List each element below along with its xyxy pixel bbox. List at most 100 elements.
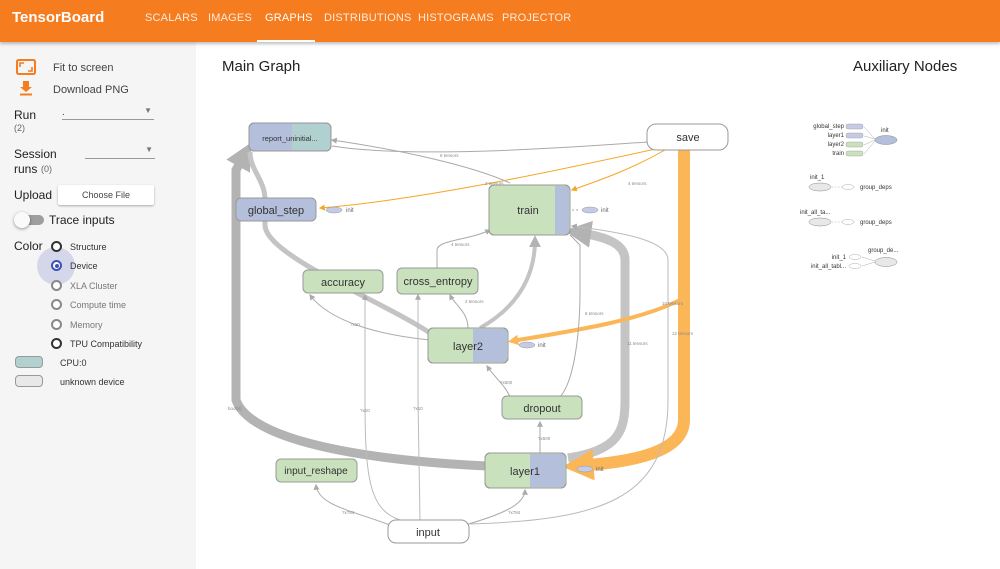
init-label: init: [596, 467, 604, 473]
session-runs-dropdown[interactable]: ▼: [85, 145, 155, 159]
edge-label-input-reshape: ?x784: [342, 510, 355, 515]
init-stub-icon: [581, 206, 599, 214]
aux-input-label: train: [832, 151, 844, 157]
color-label: Color: [14, 239, 43, 253]
aux-input-label: layer1: [828, 133, 845, 139]
session-runs-count: (0): [41, 164, 52, 174]
toggle-knob[interactable]: [14, 212, 30, 228]
node-report-uninitialized[interactable]: report_uninitial...: [248, 122, 332, 152]
node-input-reshape[interactable]: input_reshape: [275, 458, 358, 483]
init-stub-icon: [325, 206, 343, 214]
aux-node-label: init: [881, 128, 889, 134]
radio-label-tpu-compatibility: TPU Compatibility: [70, 339, 143, 349]
edge-layer1-report: [226, 142, 488, 471]
fit-to-screen-icon[interactable]: [16, 59, 36, 75]
edge-label-train-layer1: 11 tensors: [627, 341, 648, 346]
radio-tpu-compatibility[interactable]: [51, 338, 62, 349]
edge-train-layer1: [564, 220, 630, 463]
edge-input-layer1: [464, 488, 528, 526]
aux-input-label: layer2: [828, 142, 845, 148]
chevron-down-icon: ▼: [144, 106, 152, 115]
aux-node-label: init_1: [810, 175, 825, 181]
edge-label-input-ce: ?x10: [413, 406, 423, 411]
edge-label-ce-train: 4 tensors: [451, 242, 470, 247]
radio-memory[interactable]: [51, 319, 62, 330]
radio-xla-cluster[interactable]: [51, 280, 62, 291]
node-cross-entropy[interactable]: cross_entropy: [396, 267, 479, 295]
radio-device[interactable]: [51, 260, 62, 271]
edge-save-train: [570, 149, 666, 192]
node-label: accuracy: [321, 277, 366, 289]
init-stub-icon: [576, 465, 594, 473]
init-label: init: [538, 343, 546, 349]
edge-label-dropout-layer2: ?x500: [500, 380, 513, 385]
graph-canvas[interactable]: 2 tensors 4 tensors 6 tensors 4 tensors …: [196, 42, 1000, 569]
tab-histograms[interactable]: HISTOGRAMS: [418, 12, 494, 24]
tab-projector[interactable]: PROJECTOR: [502, 12, 572, 24]
radio-label-structure: Structure: [70, 242, 107, 252]
edge-label-save-layer1: 12 tensors: [672, 331, 694, 336]
chevron-down-icon: ▼: [145, 145, 153, 154]
sidebar: Fit to screen Download PNG Run (2) . ▼ S…: [0, 42, 196, 569]
radio-label-device: Device: [70, 261, 98, 271]
trace-inputs-toggle[interactable]: [18, 215, 44, 225]
edge-label-layer2-ce: 2 tensors: [465, 299, 484, 304]
download-icon[interactable]: [19, 81, 33, 96]
node-layer2[interactable]: layer2 init: [427, 327, 546, 364]
legend-label-unknown: unknown device: [60, 377, 125, 387]
radio-compute-time[interactable]: [51, 299, 62, 310]
node-global-step[interactable]: global_step init: [235, 197, 354, 222]
edges: [226, 137, 691, 526]
edge-ce-train: [436, 229, 492, 268]
edge-save-layer2: [507, 298, 681, 346]
aux-group-init-all-tables[interactable]: init_all_ta... group_deps: [800, 210, 892, 227]
node-label: input: [416, 527, 440, 539]
edge-input-train: [469, 223, 669, 525]
node-layer1[interactable]: layer1 init: [484, 452, 604, 489]
run-dropdown[interactable]: . ▼: [62, 106, 154, 120]
node-input[interactable]: input: [387, 519, 470, 544]
graph-nodes: report_uninitial... save global_step ini…: [235, 122, 729, 544]
tab-scalars[interactable]: SCALARS: [145, 12, 198, 24]
node-dropout[interactable]: dropout: [501, 395, 583, 420]
edge-label-input-acc: ?x10: [360, 408, 370, 413]
edge-label-train-report: 6 tensors: [440, 153, 459, 158]
aux-group-init-1[interactable]: init_1 group_deps: [808, 175, 892, 192]
aux-input-label: init_1: [832, 255, 847, 261]
edge-train-report: [330, 137, 511, 184]
auxiliary-nodes: global_step layer1 layer2 train init ini…: [800, 123, 899, 270]
radio-structure[interactable]: [51, 241, 62, 252]
tab-images[interactable]: IMAGES: [208, 12, 252, 24]
node-label: layer1: [510, 466, 540, 478]
edge-label-train-layer2: 6 tensors: [585, 311, 604, 316]
node-accuracy[interactable]: accuracy: [302, 269, 384, 294]
legend-label-cpu: CPU:0: [60, 358, 87, 368]
node-label: global_step: [248, 205, 304, 217]
tab-distributions[interactable]: DISTRIBUTIONS: [324, 12, 412, 24]
node-save[interactable]: save: [646, 123, 729, 151]
tab-graphs[interactable]: GRAPHS: [265, 12, 313, 24]
node-label: layer2: [453, 341, 483, 353]
edge-input-reshape: [313, 483, 391, 526]
node-label: input_reshape: [284, 466, 348, 477]
run-label: Run: [14, 108, 37, 122]
active-tab-indicator: [257, 40, 315, 42]
aux-input-label: init_all_tabl...: [811, 264, 846, 270]
init-label: init: [346, 208, 354, 214]
aux-group-init[interactable]: global_step layer1 layer2 train init: [813, 123, 898, 157]
aux-group-group-deps[interactable]: init_1 init_all_tabl... group_de...: [811, 248, 899, 270]
aux-target-label: group_deps: [860, 220, 892, 226]
download-png-button[interactable]: Download PNG: [53, 84, 129, 96]
fit-to-screen-button[interactable]: Fit to screen: [53, 62, 114, 74]
choose-file-button[interactable]: Choose File: [58, 185, 154, 205]
node-label: save: [676, 132, 699, 144]
node-label: report_uninitial...: [262, 134, 317, 143]
main-graph-title: Main Graph: [222, 58, 301, 75]
edge-label-save-layer2: 10 tensors: [662, 301, 684, 306]
session-runs-label: Session: [14, 147, 57, 161]
trace-inputs-label: Trace inputs: [49, 213, 115, 227]
node-train[interactable]: train init: [488, 184, 609, 236]
edge-input-acc: [362, 293, 401, 521]
edge-dropout-train: [559, 234, 581, 398]
aux-input-label: global_step: [813, 124, 844, 130]
